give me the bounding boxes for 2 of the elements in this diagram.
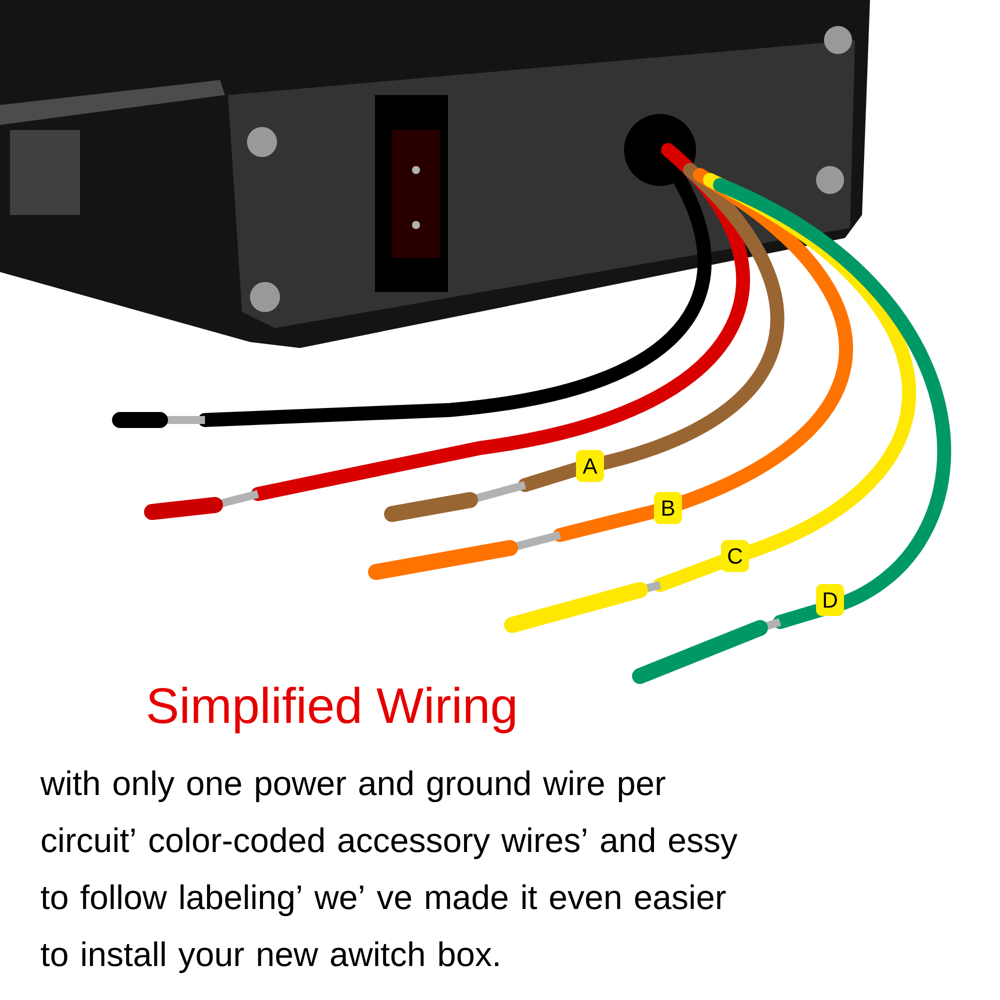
title: Simplified Wiring <box>148 686 515 734</box>
caption: with only one power and ground wire per circuit’ color-coded accessory wires’ and essy to follow labeling’ we’ ve made it even easier to install your new awitch box. <box>40 770 738 974</box>
